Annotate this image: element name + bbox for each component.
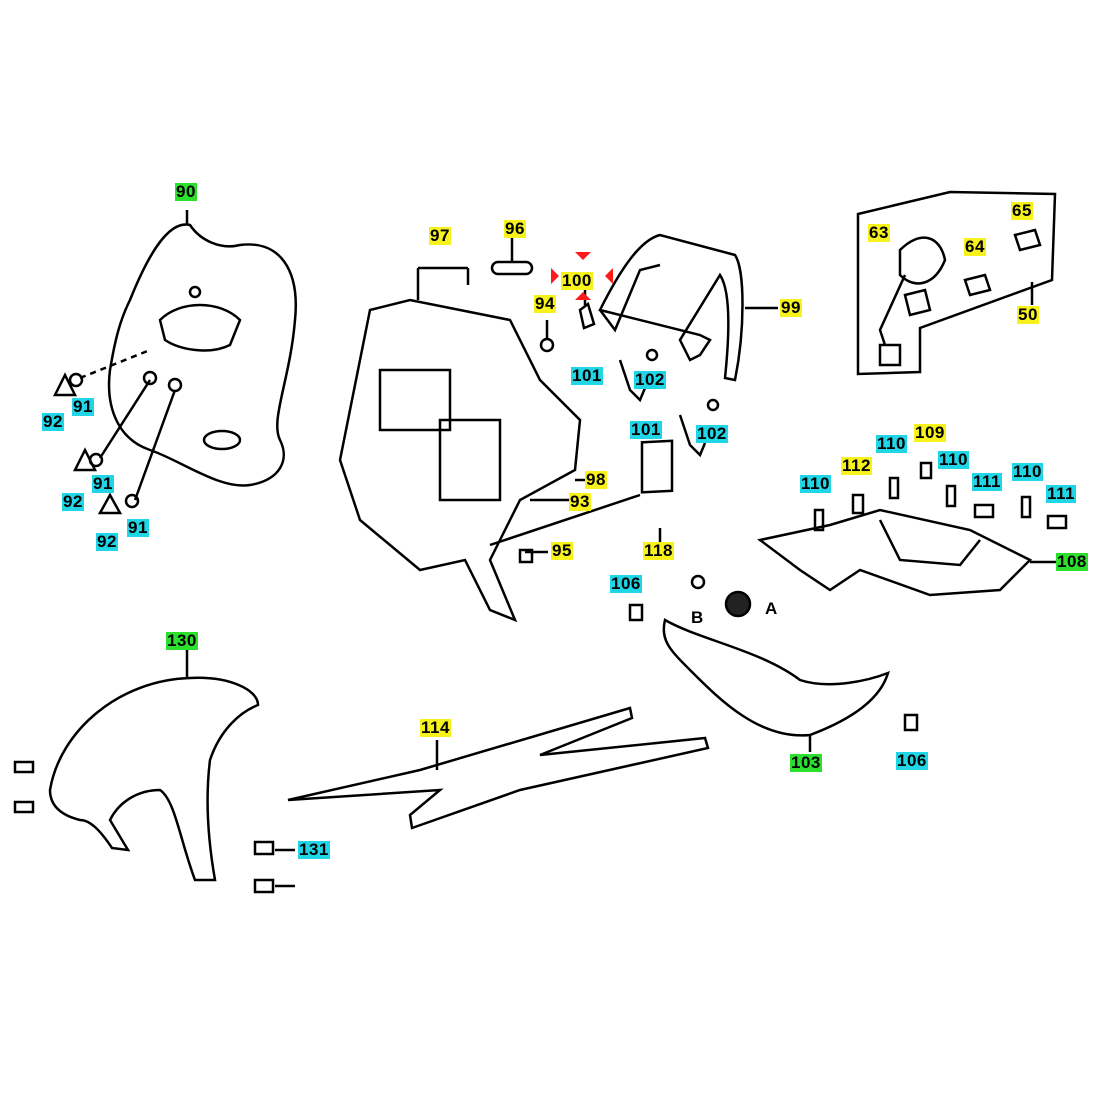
callout-101[interactable]: 101 (630, 420, 662, 439)
callout-91[interactable]: 91 (72, 397, 94, 416)
callout-102[interactable]: 102 (696, 424, 728, 443)
floor-side-cover-part (757, 508, 1033, 597)
callout-50[interactable]: 50 (1017, 305, 1039, 324)
callout-63[interactable]: 63 (868, 223, 890, 242)
callout-110[interactable]: 110 (938, 450, 969, 469)
callout-98[interactable]: 98 (585, 470, 607, 489)
callout-92[interactable]: 92 (62, 492, 84, 511)
callout-90[interactable]: 90 (175, 182, 197, 201)
label-plate-part (640, 439, 674, 494)
callout-94[interactable]: 94 (534, 294, 556, 313)
callout-106[interactable]: 106 (610, 574, 642, 593)
callout-106[interactable]: 106 (896, 751, 928, 770)
front-fender-part (48, 676, 260, 882)
callout-91[interactable]: 91 (92, 474, 114, 493)
callout-112[interactable]: 112 (841, 456, 872, 475)
inner-box-part (338, 298, 582, 623)
callout-100[interactable]: 100 (561, 271, 593, 290)
under-cover-part (662, 618, 890, 737)
callout-110[interactable]: 110 (876, 434, 907, 453)
callout-91[interactable]: 91 (127, 518, 149, 537)
callout-111[interactable]: 111 (972, 472, 1002, 491)
callout-99[interactable]: 99 (780, 298, 802, 317)
highlight-marker-top (575, 252, 591, 268)
callout-92[interactable]: 92 (42, 412, 64, 431)
callout-131[interactable]: 131 (298, 840, 330, 859)
highlight-marker-bottom (575, 284, 591, 300)
callout-93[interactable]: 93 (569, 492, 591, 511)
callout-92[interactable]: 92 (96, 532, 118, 551)
callout-130[interactable]: 130 (166, 631, 198, 650)
key-set-frame (856, 190, 1057, 376)
grab-rail-part (598, 233, 744, 382)
callout-64[interactable]: 64 (964, 237, 986, 256)
callout-111[interactable]: 111 (1046, 484, 1076, 503)
callout-102[interactable]: 102 (634, 370, 666, 389)
callout-a[interactable]: A (765, 599, 778, 618)
callout-114[interactable]: 114 (420, 718, 451, 737)
highlight-marker-right (597, 268, 613, 284)
callout-101[interactable]: 101 (571, 366, 603, 385)
callout-b[interactable]: B (691, 608, 704, 627)
callout-110[interactable]: 110 (1012, 462, 1043, 481)
callout-110[interactable]: 110 (800, 474, 831, 493)
front-cover-part (107, 223, 297, 487)
callout-65[interactable]: 65 (1011, 201, 1033, 220)
callout-108[interactable]: 108 (1056, 552, 1088, 571)
callout-96[interactable]: 96 (504, 219, 526, 238)
callout-118[interactable]: 118 (643, 541, 674, 560)
floor-mat-part (287, 706, 710, 830)
callout-103[interactable]: 103 (790, 753, 822, 772)
highlight-marker-left (551, 268, 567, 284)
callout-97[interactable]: 97 (429, 226, 451, 245)
callout-95[interactable]: 95 (551, 541, 573, 560)
callout-109[interactable]: 109 (914, 423, 946, 442)
